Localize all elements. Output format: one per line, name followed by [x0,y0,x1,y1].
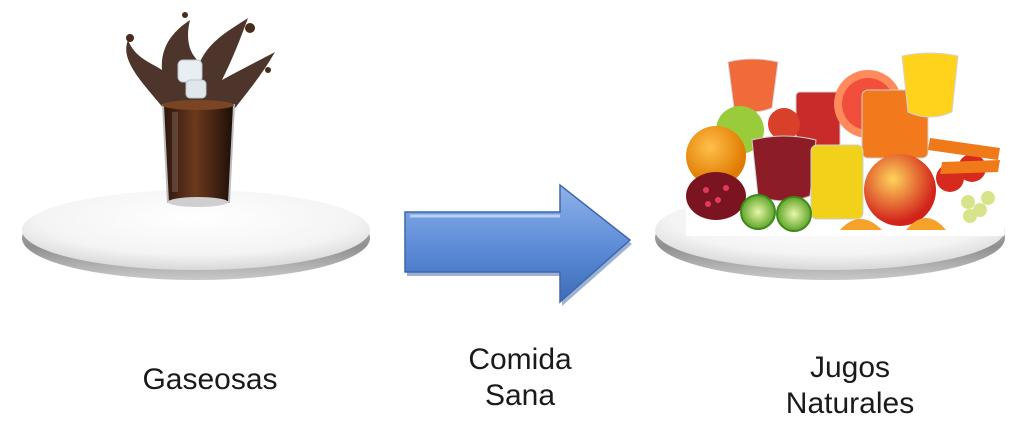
caption-jugos-naturales: Jugos Naturales [720,350,980,422]
fruits-and-juices-icon [686,52,1004,236]
left-plate [22,190,370,280]
caption-left-text: Gaseosas [142,363,278,396]
caption-middle-line-2: Sana [484,379,556,412]
caption-comida-sana: Comida Sana [400,342,640,414]
caption-gaseosas: Gaseosas [80,362,340,398]
soda-glass-splash-icon [126,12,275,207]
caption-right-line-1: Jugos [809,351,891,384]
caption-middle-line-1: Comida [468,343,572,376]
right-arrow-icon [404,183,632,306]
caption-right-line-2: Naturales [785,387,915,420]
